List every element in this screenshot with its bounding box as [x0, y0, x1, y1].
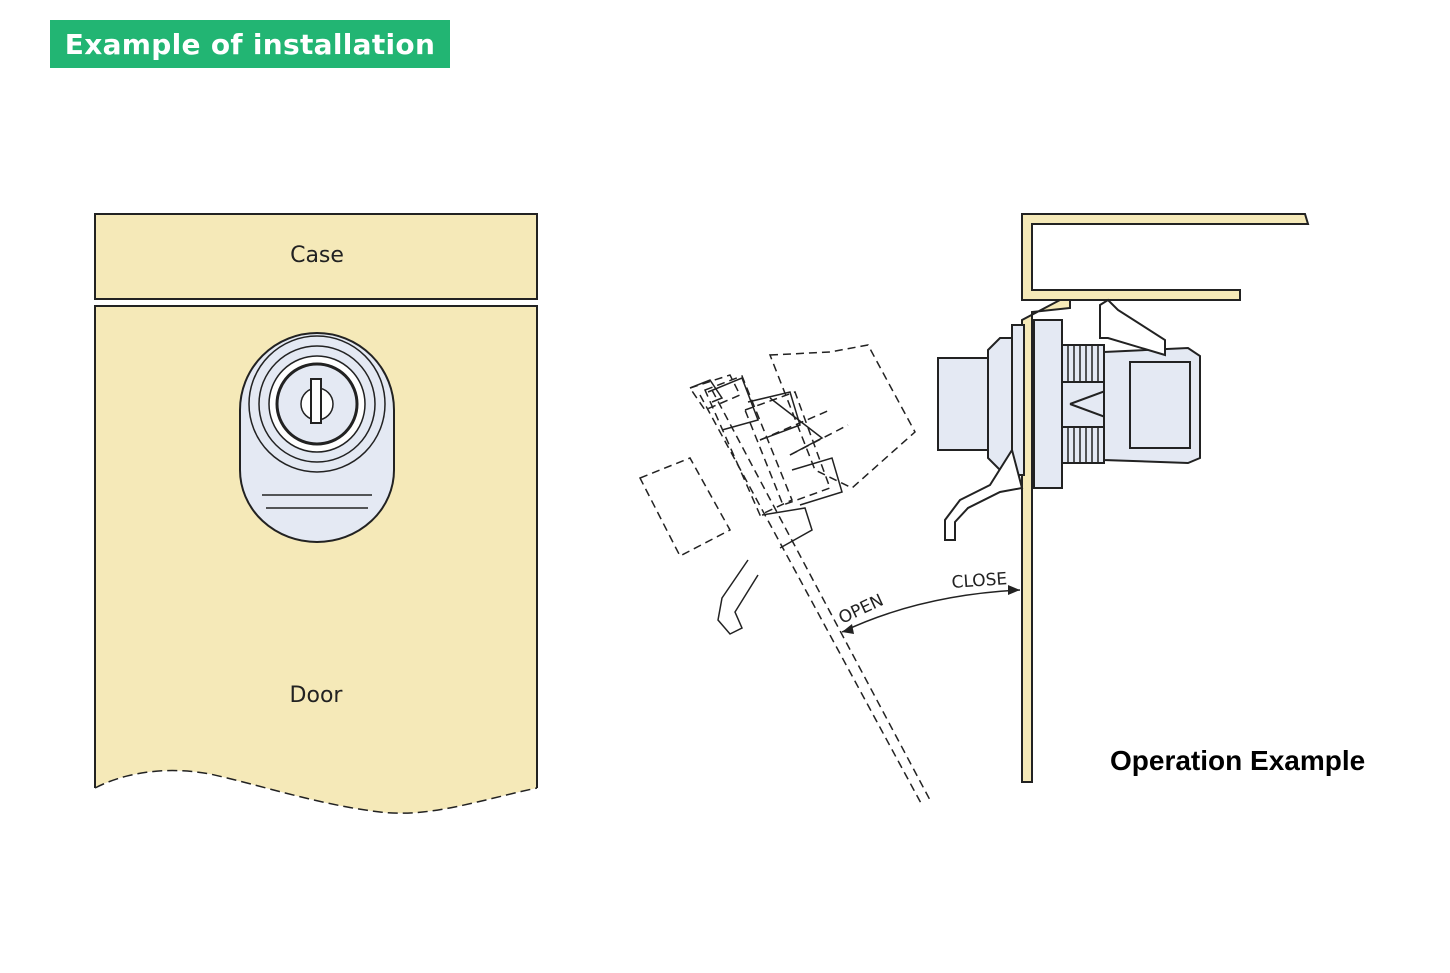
case-panel	[94, 213, 538, 300]
open-position-outline	[638, 344, 931, 806]
operation-example-title: Operation Example	[1110, 745, 1366, 776]
case-profile	[1021, 213, 1310, 301]
door-profile-closed	[1021, 299, 1071, 783]
cam-lock-side-icon	[937, 298, 1201, 541]
cam-lock-front-icon	[239, 332, 395, 543]
close-label: CLOSE	[951, 569, 1008, 593]
case-label: Case	[290, 243, 344, 268]
open-position-solid	[689, 377, 843, 635]
open-close-arc	[841, 589, 1021, 633]
door-label: Door	[290, 683, 344, 708]
installation-title-banner: Example of installation	[50, 20, 450, 68]
installation-title-text: Example of installation	[64, 27, 436, 61]
door-panel	[95, 306, 537, 814]
operation-example-figure: OPEN CLOSE	[638, 213, 1310, 806]
front-view-figure: Case Door	[94, 213, 538, 814]
